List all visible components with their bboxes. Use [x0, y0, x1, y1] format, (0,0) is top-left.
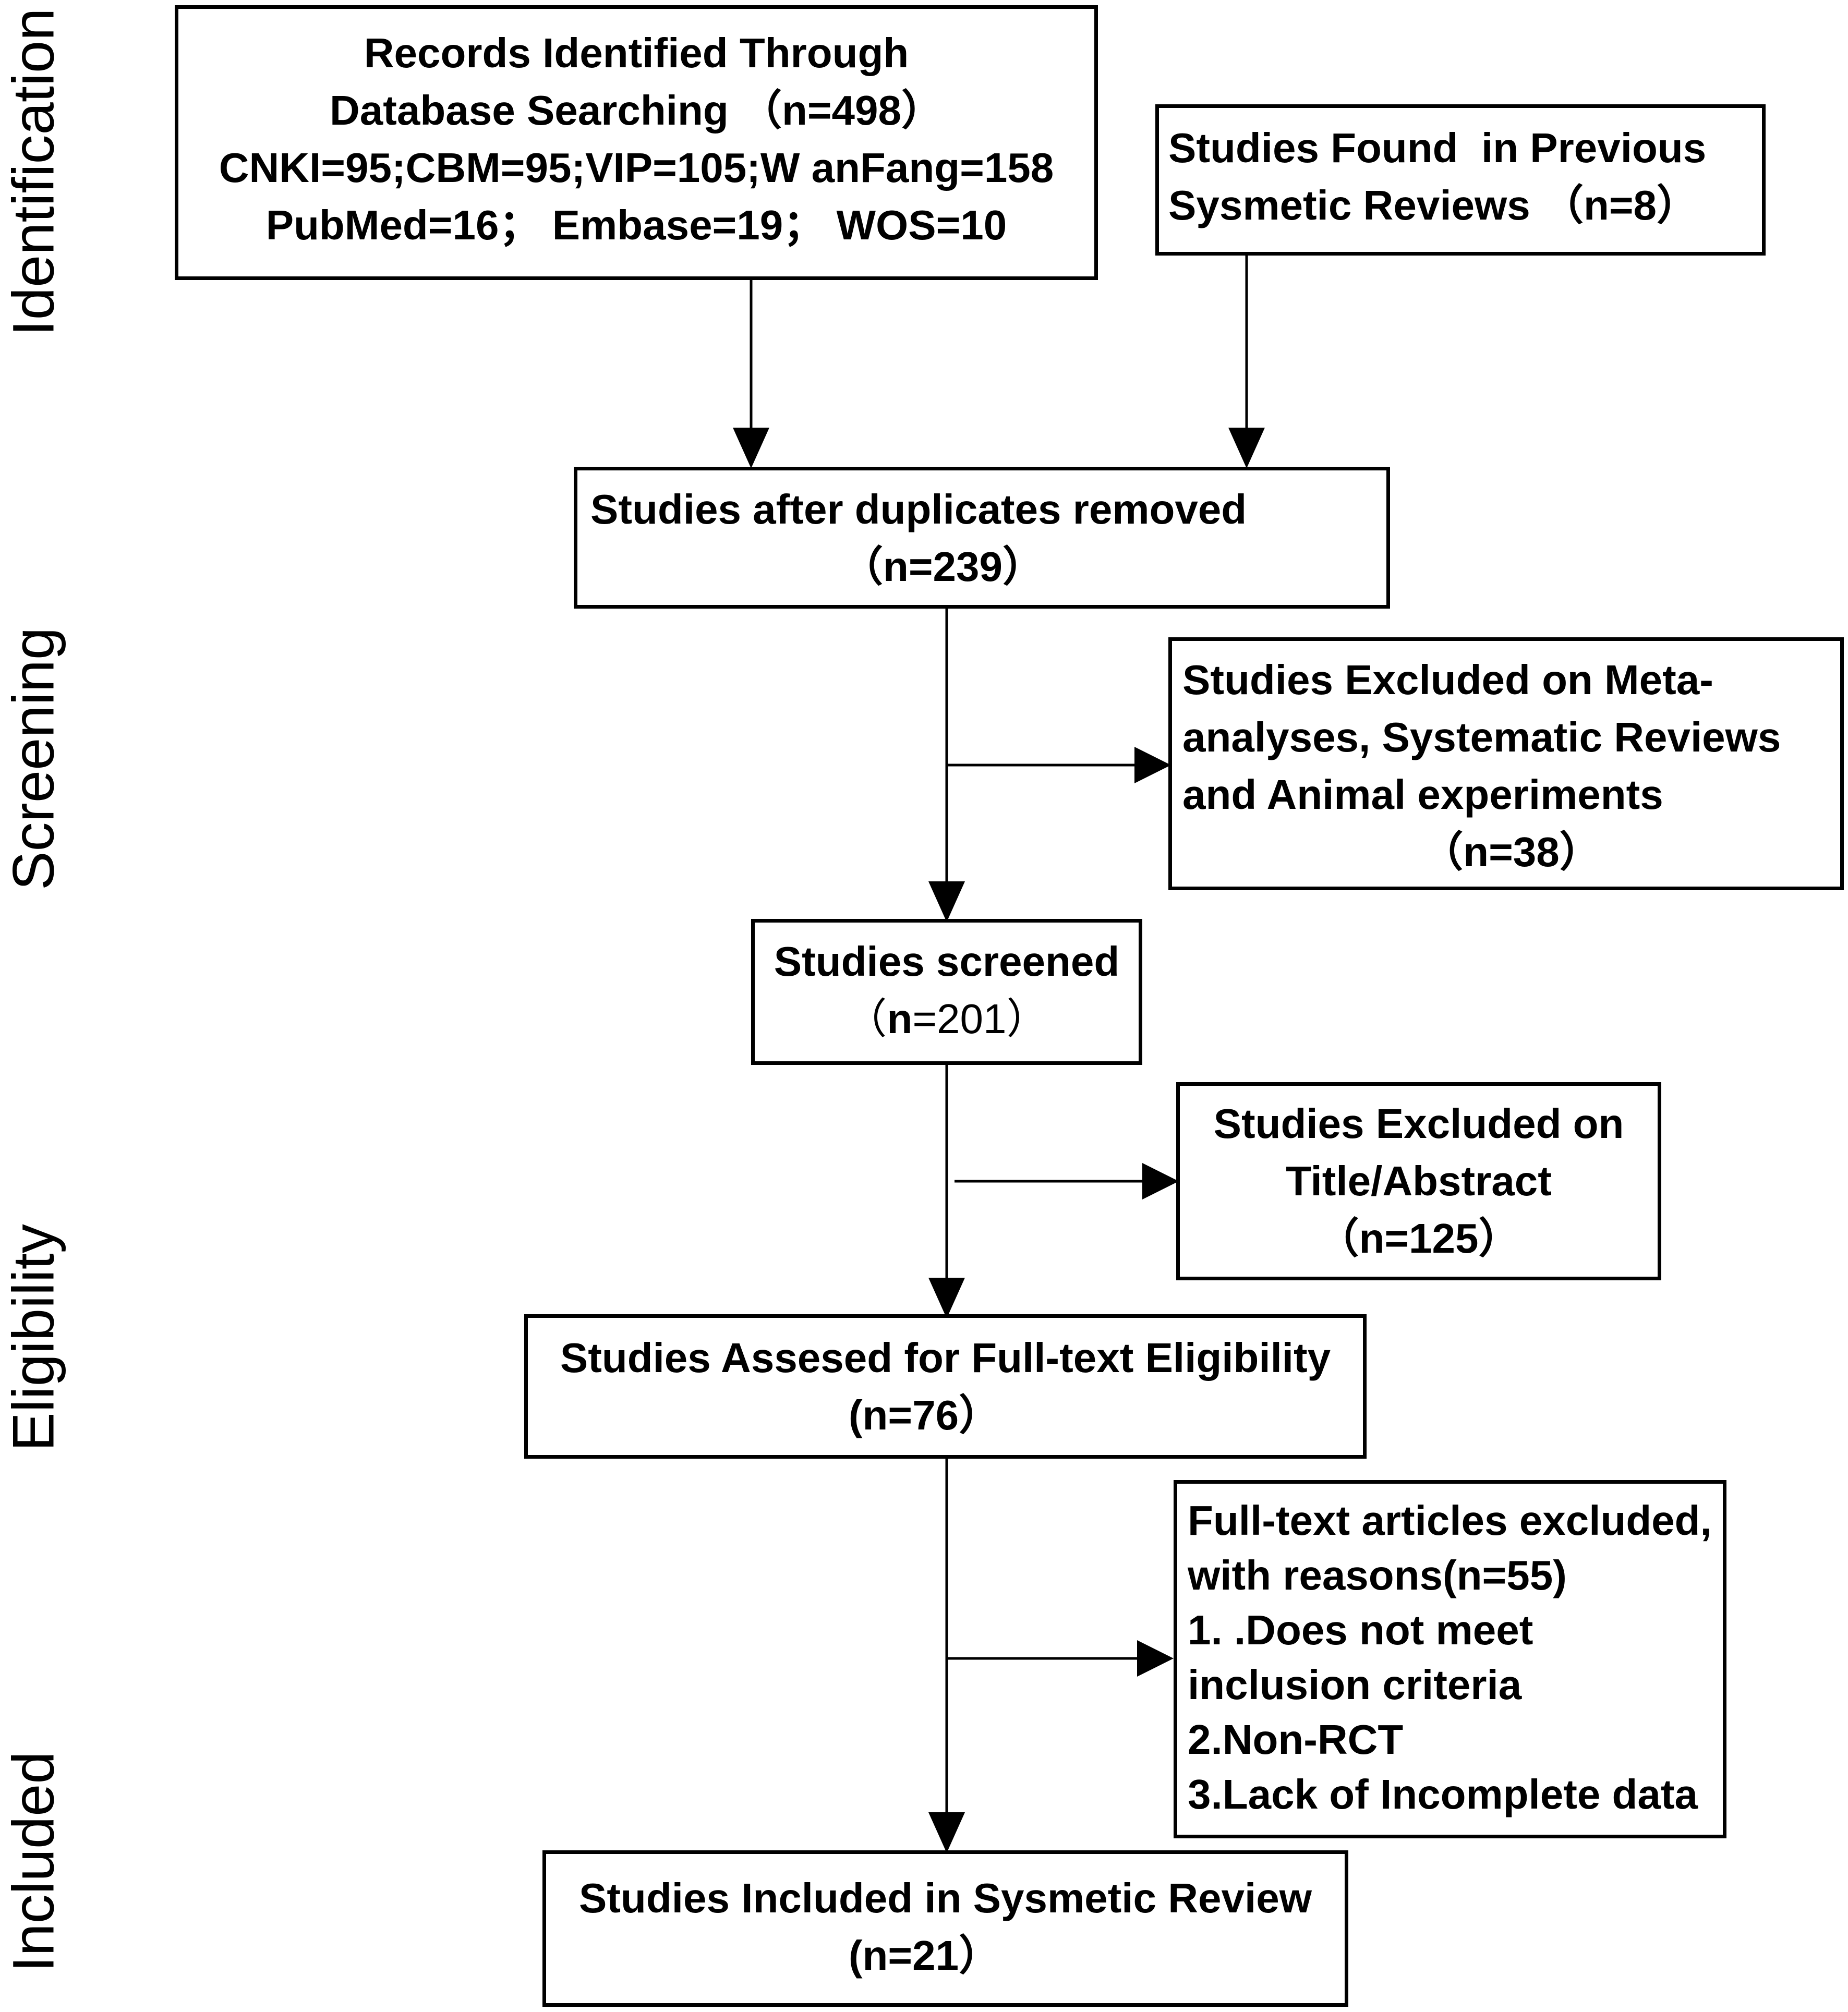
records-identified-line-2: Database Searching （n=498）	[329, 87, 944, 134]
fulltext-excluded-line-2: with reasons(n=55)	[1188, 1552, 1567, 1598]
excluded-title-box: Studies Excluded on Title/Abstract （n=12…	[1176, 1082, 1661, 1280]
studies-screened-title: Studies screened	[774, 938, 1120, 985]
included-count: (n=21）	[848, 1932, 1001, 1979]
fulltext-excluded-reason-2: 2.Non-RCT	[1188, 1716, 1404, 1763]
records-identified-box: Records Identified Through Database Sear…	[175, 5, 1098, 280]
fulltext-excluded-reason-3: 3.Lack of Incomplete data	[1188, 1771, 1698, 1817]
studies-screened-count: （n=201）	[755, 990, 1139, 1048]
included-box: Studies Included in Sysmetic Review (n=2…	[542, 1850, 1348, 2007]
excluded-meta-line-3: and Animal experiments	[1182, 771, 1663, 818]
previous-reviews-line-1: Studies Found in Previous	[1168, 125, 1707, 171]
included-title: Studies Included in Sysmetic Review	[579, 1875, 1312, 1921]
records-identified-line-1: Records Identified Through	[364, 30, 909, 76]
excluded-title-count: （n=125）	[1317, 1215, 1520, 1262]
studies-screened-count-n: n	[887, 996, 913, 1042]
records-identified-line-3: CNKI=95;CBM=95;VIP=105;W anFang=158	[219, 144, 1054, 191]
after-duplicates-count: （n=239）	[841, 543, 1045, 590]
fulltext-excluded-box: Full-text articles excluded, with reason…	[1174, 1480, 1726, 1838]
assessed-count: (n=76）	[848, 1392, 1001, 1438]
excluded-meta-line-2: analyses, Systematic Reviews	[1182, 714, 1781, 760]
records-identified-line-4: PubMed=16； Embase=19； WOS=10	[265, 202, 1007, 248]
excluded-meta-count: （n=38）	[1421, 829, 1601, 875]
previous-reviews-line-2: Sysmetic Reviews （n=8）	[1168, 182, 1699, 228]
studies-screened-count-open: （	[845, 996, 887, 1042]
excluded-meta-line-1: Studies Excluded on Meta-	[1182, 657, 1713, 703]
assessed-box: Studies Assesed for Full-text Eligibilit…	[524, 1314, 1367, 1459]
assessed-title: Studies Assesed for Full-text Eligibilit…	[560, 1335, 1331, 1381]
studies-screened-box: Studies screened （n=201）	[751, 919, 1142, 1065]
studies-screened-count-rest: =201）	[912, 996, 1048, 1042]
after-duplicates-box: Studies after duplicates removed （n=239）	[574, 467, 1390, 609]
fulltext-excluded-reason-1a: 1. .Does not meet	[1188, 1607, 1533, 1653]
excluded-title-line-1: Studies Excluded on	[1213, 1100, 1624, 1147]
excluded-title-line-2: Title/Abstract	[1286, 1158, 1552, 1204]
excluded-meta-box: Studies Excluded on Meta- analyses, Syst…	[1168, 637, 1844, 890]
after-duplicates-title: Studies after duplicates removed	[590, 486, 1247, 532]
fulltext-excluded-reason-1b: inclusion criteria	[1188, 1662, 1522, 1708]
fulltext-excluded-line-1: Full-text articles excluded,	[1188, 1497, 1712, 1544]
previous-reviews-box: Studies Found in Previous Sysmetic Revie…	[1155, 104, 1766, 256]
